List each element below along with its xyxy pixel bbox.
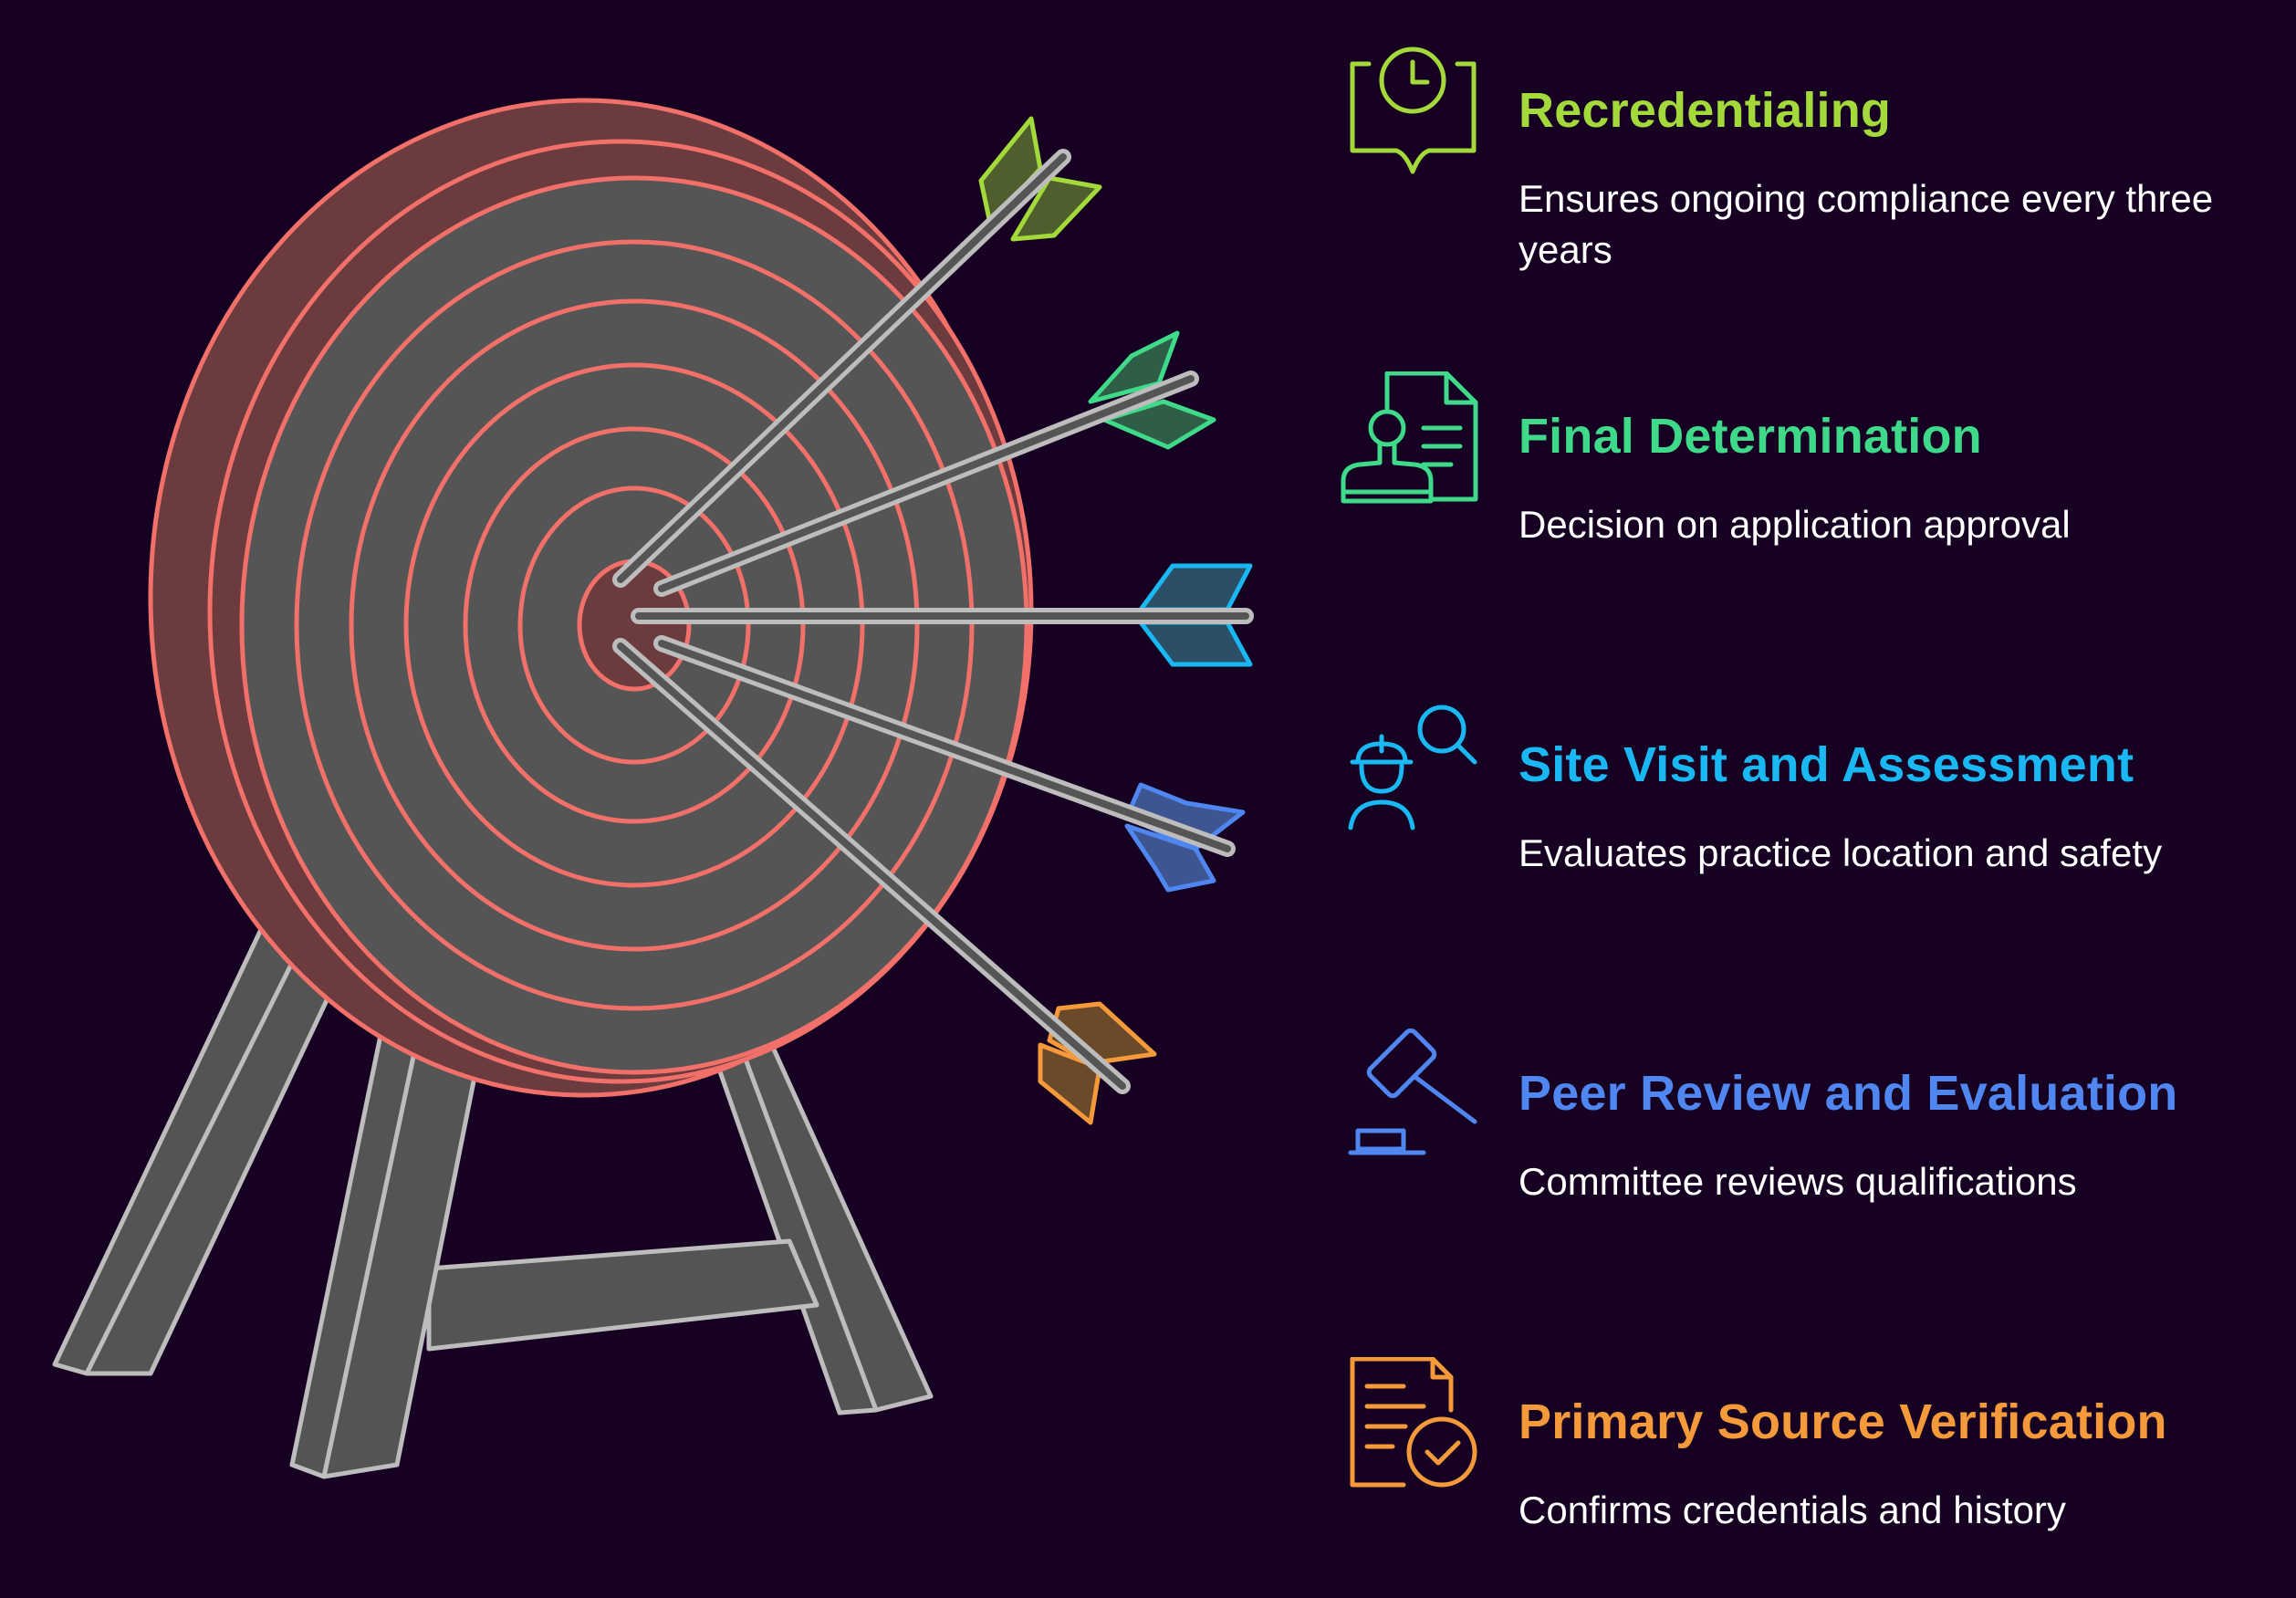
step-description: Decision on application approval	[1518, 503, 2071, 546]
target-stand	[52, 919, 934, 1479]
step-description: Confirms credentials and history	[1518, 1488, 2066, 1531]
approval-stamp-document-icon	[1341, 371, 1478, 504]
arrow-green-yellow	[612, 116, 1102, 588]
archery-target-illustration	[52, 98, 1254, 1479]
arrow-cyan	[631, 563, 1254, 667]
step-title: Primary Source Verification	[1518, 1394, 2167, 1449]
inspector-search-icon	[1348, 705, 1477, 830]
step-title: Peer Review and Evaluation	[1518, 1066, 2178, 1121]
step-title: Site Visit and Assessment	[1518, 737, 2134, 792]
gavel-icon	[1348, 1029, 1477, 1155]
step-description: Committee reviews qualifications	[1518, 1160, 2077, 1203]
step-description: Ensures ongoing compliance every three y…	[1518, 177, 2214, 271]
verified-document-icon	[1350, 1357, 1477, 1488]
arrow-blue	[653, 635, 1246, 893]
target-board	[148, 98, 1034, 1098]
step-description: Evaluates practice location and safety	[1518, 831, 2163, 874]
arrow-orange	[612, 638, 1157, 1125]
step-title: Recredentialing	[1518, 83, 1892, 138]
arrow-green	[653, 330, 1216, 597]
book-clock-icon	[1350, 47, 1477, 174]
step-title: Final Determination	[1518, 409, 1982, 464]
